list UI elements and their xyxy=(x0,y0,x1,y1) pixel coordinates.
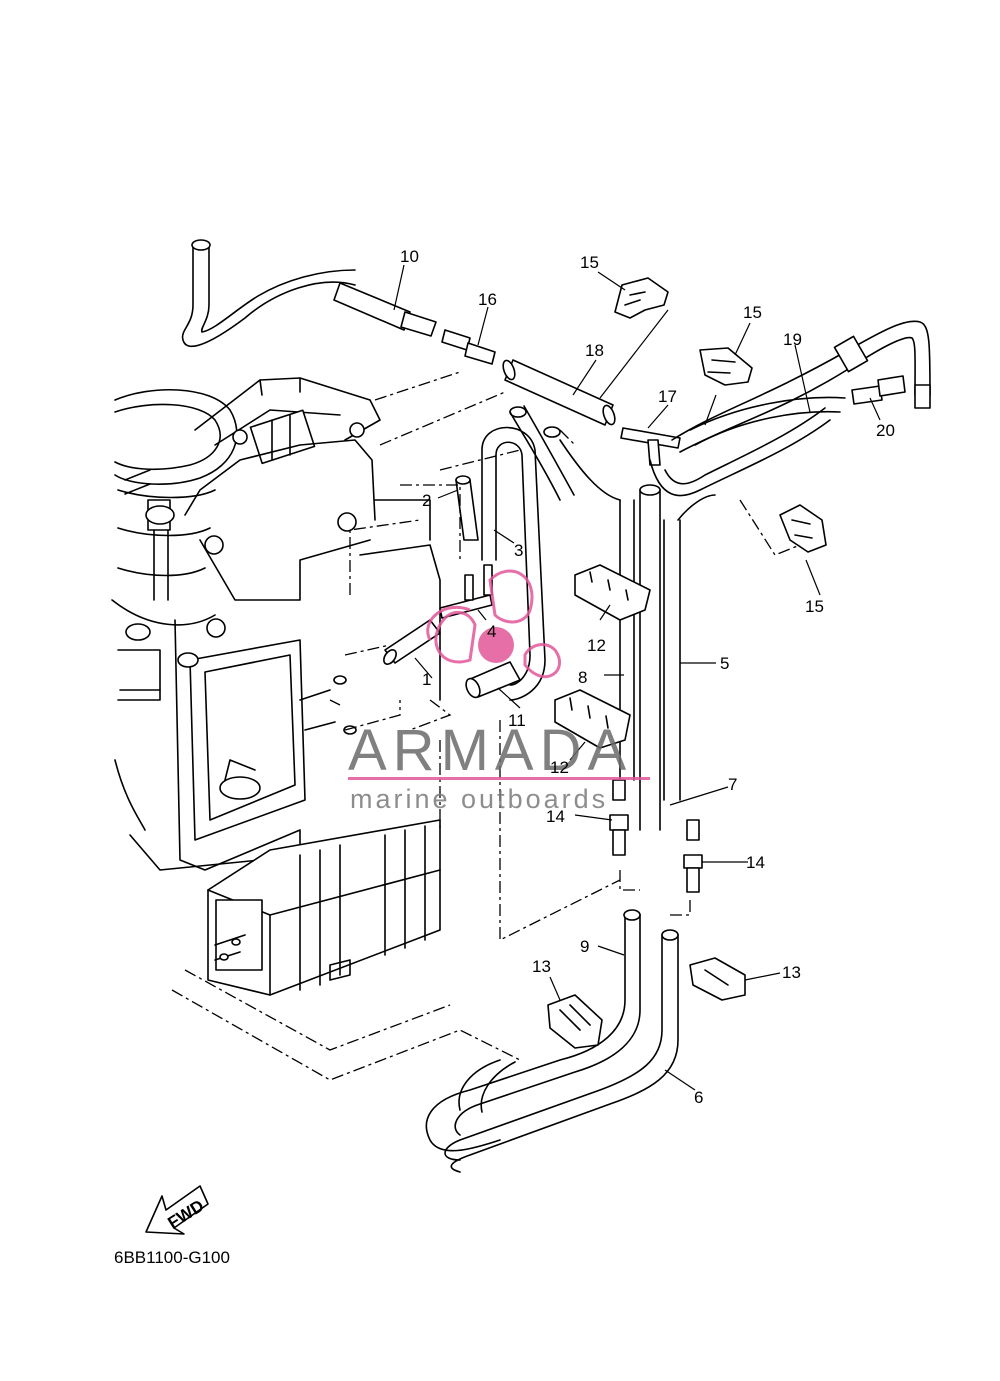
callout-12: 12 xyxy=(587,636,606,655)
callout-5: 5 xyxy=(720,654,729,673)
callout-18: 18 xyxy=(585,341,604,360)
callout-14: 14 xyxy=(746,853,765,872)
callout-11: 11 xyxy=(508,711,526,730)
callout-2: 2 xyxy=(422,491,431,510)
diagram-code: 6BB1100-G100 xyxy=(114,1248,230,1267)
watermark-rule xyxy=(348,777,650,780)
callout-10: 10 xyxy=(400,247,419,266)
watermark-brand: ARMADA xyxy=(348,718,632,783)
callout-17: 17 xyxy=(658,387,677,406)
engine-block xyxy=(111,377,441,871)
propeller-logo xyxy=(426,569,562,679)
callout-numbers: 10 16 15 18 15 19 17 20 2 3 4 12 15 1 8 … xyxy=(400,247,895,1107)
leader-lines xyxy=(393,264,881,1091)
callout-15: 15 xyxy=(805,597,824,616)
callout-15: 15 xyxy=(743,303,762,322)
callout-14: 14 xyxy=(546,807,565,826)
callout-3: 3 xyxy=(514,541,523,560)
callout-16: 16 xyxy=(478,290,497,309)
clips xyxy=(547,277,827,1049)
callout-20: 20 xyxy=(876,421,895,440)
callout-9: 9 xyxy=(580,937,589,956)
callout-15: 15 xyxy=(580,253,599,272)
callout-8: 8 xyxy=(578,668,587,687)
fwd-arrow-icon: FWD xyxy=(145,1185,209,1235)
callout-13: 13 xyxy=(782,963,801,982)
callout-13: 13 xyxy=(532,957,551,976)
vapor-canister xyxy=(207,819,441,996)
armada-watermark: ARMADA marine outboards xyxy=(348,569,650,814)
watermark-tagline: marine outboards xyxy=(350,784,608,814)
callout-19: 19 xyxy=(783,330,802,349)
callout-6: 6 xyxy=(694,1088,703,1107)
callout-12: 12 xyxy=(550,758,569,777)
callout-7: 7 xyxy=(728,775,737,794)
callout-4: 4 xyxy=(487,622,496,641)
callout-1: 1 xyxy=(422,670,431,689)
assembly-lines xyxy=(171,371,801,1081)
